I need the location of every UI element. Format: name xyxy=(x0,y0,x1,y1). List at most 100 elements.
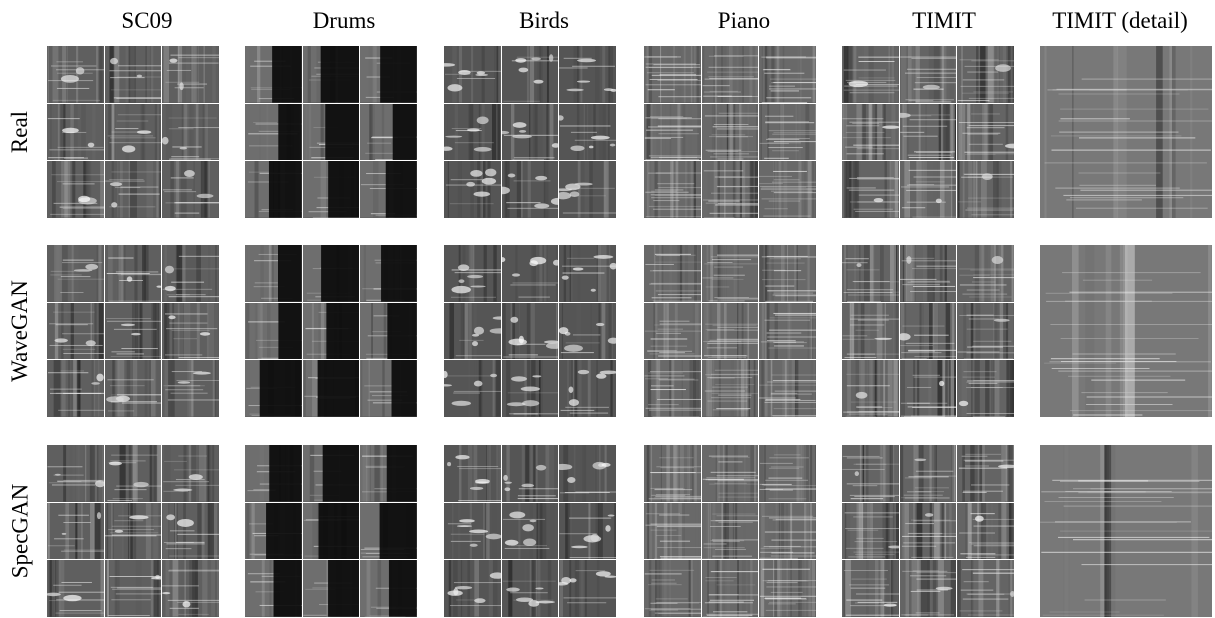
spectrogram-image xyxy=(245,502,302,560)
spectrogram-tile xyxy=(360,245,417,302)
panel-real-sc09 xyxy=(47,46,219,218)
spectrogram-tile xyxy=(47,161,104,218)
spectrogram-tile xyxy=(444,560,501,617)
spectrogram-image xyxy=(644,103,701,161)
spectrogram-image xyxy=(245,560,302,617)
panel-specgan-piano xyxy=(644,445,816,617)
spectrogram-tile xyxy=(899,360,957,417)
spectrogram-tile xyxy=(104,245,162,302)
spectrogram-tile xyxy=(360,445,417,502)
spectrogram-image xyxy=(759,560,816,617)
spectrogram-image xyxy=(360,302,417,360)
spectrogram-tile xyxy=(759,445,816,502)
spectrogram-image xyxy=(644,161,701,218)
spectrogram-image xyxy=(899,360,957,417)
spectrogram-image xyxy=(162,445,219,502)
spectrogram-tile xyxy=(957,502,1014,560)
spectrogram-image xyxy=(957,46,1014,103)
panel-wavegan-birds xyxy=(444,245,616,417)
spectrogram-image xyxy=(245,161,302,218)
spectrogram-image xyxy=(302,46,360,103)
spectrogram-tile xyxy=(759,103,816,161)
spectrogram-image xyxy=(899,46,957,103)
spectrogram-image xyxy=(444,560,501,617)
spectrogram-image xyxy=(444,161,501,218)
spectrogram-tile xyxy=(644,445,701,502)
spectrogram-tile xyxy=(302,502,360,560)
spectrogram-tile xyxy=(245,302,302,360)
spectrogram-tile xyxy=(444,161,501,218)
spectrogram-tile xyxy=(501,302,559,360)
panel-real-piano xyxy=(644,46,816,218)
spectrogram-image xyxy=(899,245,957,302)
spectrogram-tile xyxy=(501,445,559,502)
spectrogram-image xyxy=(501,245,559,302)
spectrogram-tile xyxy=(559,46,616,103)
spectrogram-image xyxy=(644,360,701,417)
spectrogram-image xyxy=(501,161,559,218)
spectrogram-image xyxy=(842,161,899,218)
spectrogram-tile xyxy=(162,445,219,502)
spectrogram-tile xyxy=(701,502,759,560)
row-label-specgan: SpecGAN xyxy=(0,445,40,617)
spectrogram-tile xyxy=(644,360,701,417)
spectrogram-image xyxy=(104,502,162,560)
spectrogram-tile xyxy=(899,161,957,218)
panel-real-birds xyxy=(444,46,616,218)
spectrogram-tile xyxy=(759,502,816,560)
spectrogram-image xyxy=(899,103,957,161)
panel-real-drums xyxy=(245,46,417,218)
spectrogram-tile xyxy=(644,161,701,218)
spectrogram-image xyxy=(899,302,957,360)
spectrogram-tile xyxy=(104,445,162,502)
row-label-real: Real xyxy=(0,46,40,218)
spectrogram-tile xyxy=(842,103,899,161)
spectrogram-image xyxy=(559,560,616,617)
spectrogram-image xyxy=(245,445,302,502)
spectrogram-image xyxy=(302,245,360,302)
spectrogram-image xyxy=(644,445,701,502)
spectrogram-image xyxy=(501,360,559,417)
panel-specgan-drums xyxy=(245,445,417,617)
spectrogram-image xyxy=(245,302,302,360)
spectrogram-image xyxy=(104,445,162,502)
spectrogram-tile xyxy=(162,560,219,617)
spectrogram-tile xyxy=(759,560,816,617)
spectrogram-tile xyxy=(759,161,816,218)
spectrogram-image xyxy=(501,46,559,103)
spectrogram-image xyxy=(559,502,616,560)
spectrogram-tile xyxy=(559,302,616,360)
spectrogram-image xyxy=(842,46,899,103)
spectrogram-image xyxy=(245,46,302,103)
spectrogram-tile xyxy=(501,502,559,560)
spectrogram-tile xyxy=(47,560,104,617)
spectrogram-tile xyxy=(559,560,616,617)
spectrogram-tile xyxy=(360,161,417,218)
spectrogram-tile xyxy=(644,302,701,360)
spectrogram-tile xyxy=(701,103,759,161)
spectrogram-tile xyxy=(701,161,759,218)
spectrogram-tile xyxy=(899,502,957,560)
panel-real-timit xyxy=(842,46,1014,218)
spectrogram-image xyxy=(444,46,501,103)
spectrogram-tile xyxy=(501,245,559,302)
spectrogram-tile xyxy=(47,360,104,417)
spectrogram-image xyxy=(701,46,759,103)
spectrogram-image xyxy=(957,502,1014,560)
spectrogram-image xyxy=(47,103,104,161)
spectrogram-tile xyxy=(162,103,219,161)
spectrogram-tile xyxy=(444,302,501,360)
spectrogram-tile xyxy=(302,360,360,417)
spectrogram-image xyxy=(759,245,816,302)
spectrogram-tile xyxy=(444,445,501,502)
spectrogram-image xyxy=(245,245,302,302)
spectrogram-tile xyxy=(302,445,360,502)
spectrogram-tile xyxy=(899,302,957,360)
spectrogram-image xyxy=(104,560,162,617)
spectrogram-image xyxy=(559,445,616,502)
spectrogram-tile xyxy=(842,161,899,218)
spectrogram-tile xyxy=(501,161,559,218)
spectrogram-tile xyxy=(644,502,701,560)
spectrogram-image xyxy=(899,560,957,617)
spectrogram-image xyxy=(759,302,816,360)
